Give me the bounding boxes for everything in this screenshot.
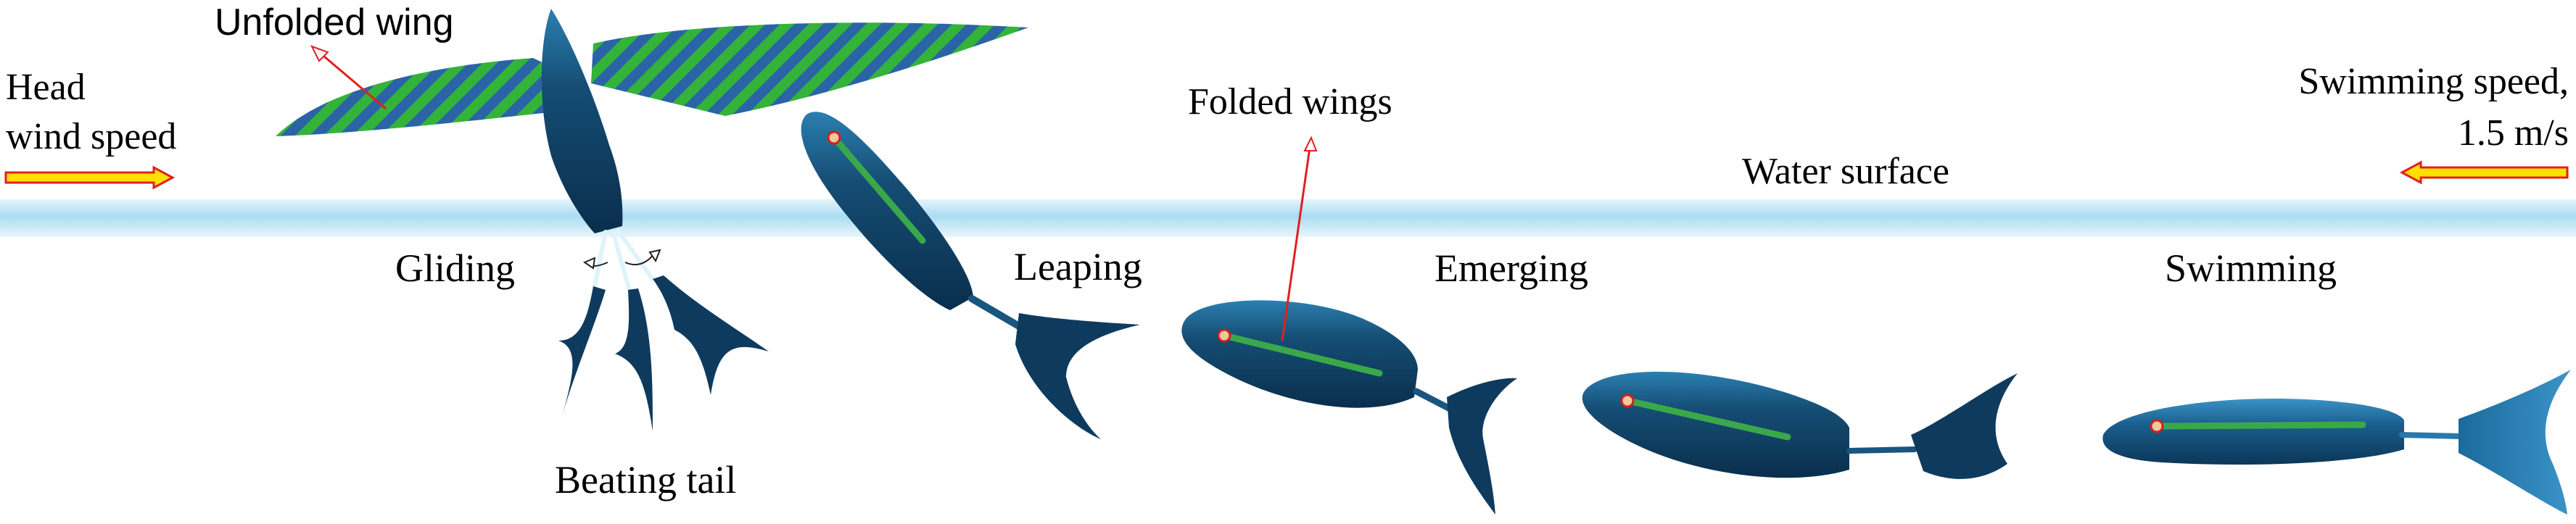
folded-wings-pointer xyxy=(1281,136,1318,341)
swimming-folded-wing xyxy=(2154,421,2366,430)
surface-folded-wing xyxy=(1625,397,1791,441)
leaping-tail-fin xyxy=(1015,313,1140,439)
tail-fin-3 xyxy=(653,275,769,395)
tail-joint xyxy=(593,228,655,292)
water-surface-label: Water surface xyxy=(1742,151,1949,192)
unfolded-wing-right xyxy=(591,22,1028,116)
emerging-tail-fin xyxy=(1447,378,1517,515)
swimming-speed-label-line2: 1.5 m/s xyxy=(2457,112,2569,154)
unfolded-wing-label: Unfolded wing xyxy=(215,1,454,43)
head-wind-label-line2: wind speed xyxy=(6,116,177,157)
leaping-tail-rod xyxy=(968,295,1023,330)
beating-arrowhead-right xyxy=(648,249,661,263)
beating-arrowhead-left xyxy=(582,257,596,270)
leaping-fish xyxy=(801,112,1140,439)
swimming-speed-arrow xyxy=(2399,160,2569,185)
surface-tail-rod xyxy=(1846,446,1917,454)
emerging-label: Emerging xyxy=(1434,246,1588,290)
surface-fish xyxy=(1582,371,2018,479)
swimming-label: Swimming xyxy=(2165,246,2337,290)
swimming-fish xyxy=(2102,370,2571,515)
unfolded-wing-left xyxy=(276,58,550,136)
swimming-fish-body xyxy=(2102,399,2404,465)
emerging-fish xyxy=(1181,300,1517,515)
swimming-speed-label-line1: Swimming speed, xyxy=(2298,61,2569,102)
swimming-tail-fin xyxy=(2459,370,2571,515)
leaping-fish-body xyxy=(801,112,973,310)
emerging-folded-wing xyxy=(1221,332,1383,377)
unfolded-wing-pointer xyxy=(310,45,387,110)
head-wind-label-line1: Head xyxy=(6,67,86,108)
folded-wings-label: Folded wings xyxy=(1188,81,1392,122)
swimming-wing-pivot xyxy=(2150,419,2164,433)
swimming-tail-rod xyxy=(2399,432,2465,439)
tail-fin-1 xyxy=(558,286,606,417)
leaping-folded-wing xyxy=(832,136,926,244)
surface-wing-pivot xyxy=(1620,394,1635,408)
emerging-wing-pivot xyxy=(1217,328,1231,343)
gliding-label: Gliding xyxy=(395,246,516,290)
gliding-fish xyxy=(276,9,1028,431)
head-wind-arrow xyxy=(4,165,176,190)
leaping-wing-pivot xyxy=(827,130,841,145)
leaping-label: Leaping xyxy=(1014,245,1142,288)
surface-tail-fin xyxy=(1911,373,2018,479)
surface-fish-body xyxy=(1582,371,1849,478)
beating-tail-label: Beating tail xyxy=(555,458,737,502)
water-surface-band xyxy=(0,199,2576,237)
gliding-fish-body xyxy=(541,9,623,233)
tail-fin-2 xyxy=(615,288,653,431)
